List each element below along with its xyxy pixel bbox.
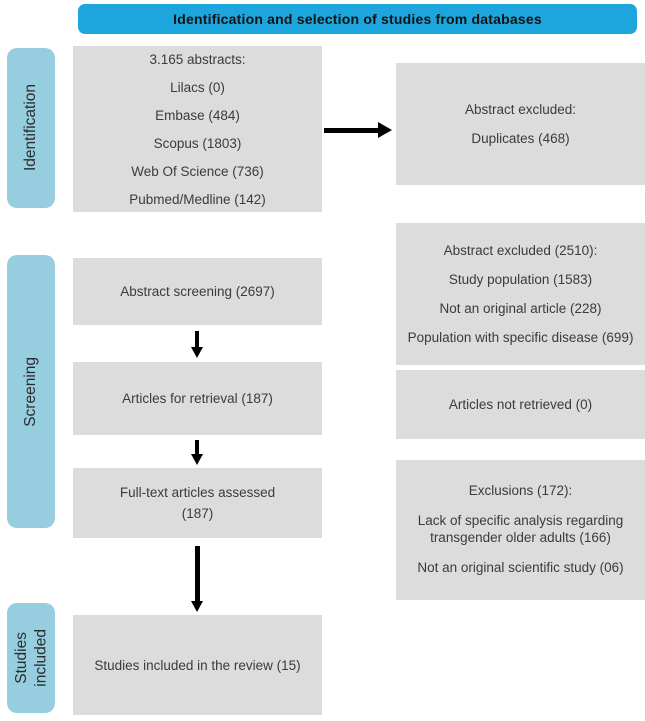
box-line: Scopus (1803): [153, 135, 242, 151]
box-line: 3.165 abstracts:: [149, 51, 246, 67]
box-line: Articles not retrieved (0): [448, 397, 593, 412]
box-line: Lilacs (0): [170, 79, 225, 95]
box-articles-not-retrieved: Articles not retrieved (0): [396, 370, 645, 439]
box-line: Studies included in the review (15): [94, 657, 301, 673]
phase-studies-included: Studies included: [7, 603, 55, 713]
box-line: Web Of Science (736): [131, 163, 264, 179]
phase-identification-label: Identification: [22, 84, 40, 172]
box-line: Articles for retrieval (187): [122, 391, 273, 406]
box-abstracts-identified: 3.165 abstracts: Lilacs (0) Embase (484)…: [73, 46, 322, 212]
box-line: Abstract excluded (2510):: [443, 243, 598, 258]
box-line: Embase (484): [155, 107, 240, 123]
box-line: Exclusions (172):: [468, 483, 573, 499]
diagram-title: Identification and selection of studies …: [173, 11, 542, 27]
box-excluded-duplicates: Abstract excluded: Duplicates (468): [396, 63, 645, 185]
box-studies-included: Studies included in the review (15): [73, 615, 322, 715]
box-fulltext-assessed: Full-text articles assessed (187): [73, 468, 322, 538]
box-line: Study population (1583): [448, 272, 593, 287]
box-line: Lack of specific analysis regarding tran…: [417, 513, 624, 545]
phase-studies-included-label: Studies included: [12, 629, 49, 687]
box-abstract-screening: Abstract screening (2697): [73, 258, 322, 325]
box-line: (187): [181, 506, 214, 521]
box-line: Not an original article (228): [439, 301, 602, 316]
box-line: Full-text articles assessed: [119, 485, 276, 500]
box-abstracts-excluded: Abstract excluded (2510): Study populati…: [396, 223, 645, 365]
phase-identification: Identification: [7, 48, 55, 208]
box-articles-for-retrieval: Articles for retrieval (187): [73, 362, 322, 435]
box-line: Population with specific disease (699): [407, 330, 634, 345]
box-line: Abstract excluded:: [464, 102, 577, 117]
phase-screening-label: Screening: [22, 356, 40, 427]
box-line: Duplicates (468): [471, 131, 570, 146]
box-line: Abstract screening (2697): [120, 284, 275, 299]
box-line: Not an original scientific study (06): [417, 559, 624, 575]
phase-screening: Screening: [7, 255, 55, 528]
box-line: Pubmed/Medline (142): [129, 191, 266, 207]
box-fulltext-exclusions: Exclusions (172): Lack of specific analy…: [396, 460, 645, 600]
diagram-title-bar: Identification and selection of studies …: [78, 4, 637, 34]
